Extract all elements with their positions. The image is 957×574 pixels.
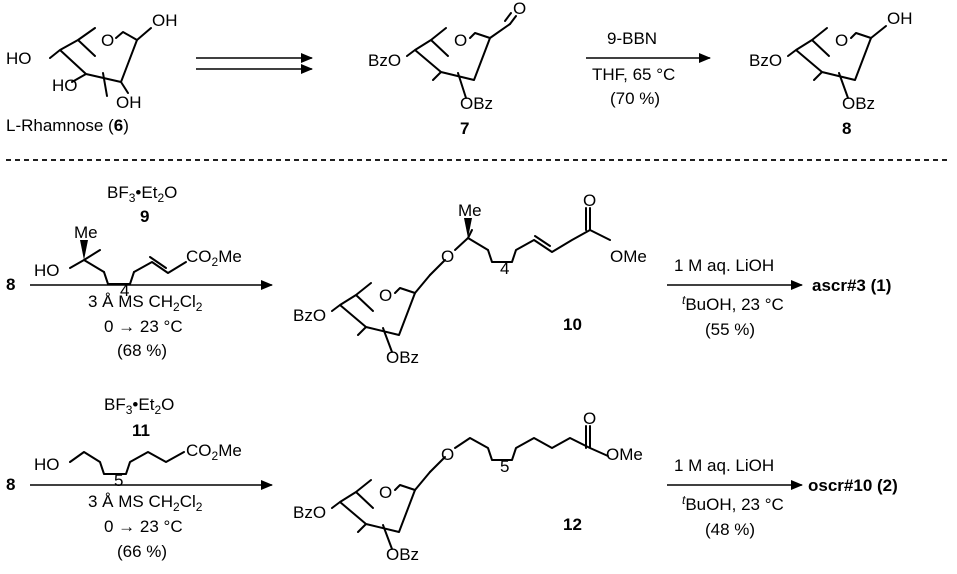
sm-ho-left: HO — [6, 49, 32, 68]
s2-n: 4 — [120, 281, 129, 300]
p12-bzo: BzO — [293, 503, 326, 522]
p12-n: 5 — [500, 457, 509, 476]
s2-reagent-label: 9 — [140, 207, 149, 226]
s2-ester: CO2Me — [186, 247, 242, 269]
sm-ring-o: O — [101, 31, 114, 50]
reagent-9-structure: Me HO 4 CO2Me — [34, 223, 242, 300]
s3-n: 5 — [114, 471, 123, 490]
step2-reagent-2: THF, 65 °C — [592, 65, 675, 84]
s3-ester: CO2Me — [186, 441, 242, 463]
compound-7-structure: O O BzO OBz 7 — [368, 0, 526, 138]
compound-12-label: 12 — [563, 515, 582, 534]
p10-link-o: O — [441, 247, 454, 266]
c8-ring-o: O — [835, 31, 848, 50]
s3-lewis-acid: BF3•Et2O — [104, 395, 174, 417]
p12-carbonyl-o: O — [583, 409, 596, 428]
reagent-11-structure: HO 5 CO2Me — [34, 441, 242, 490]
s2-cond-2: 0 → 23 °C — [104, 317, 183, 336]
p12-obz: OBz — [386, 545, 419, 564]
s3-start-label: 8 — [6, 475, 15, 494]
p10-ome: OMe — [610, 247, 647, 266]
s2-hyd-2: tBuOH, 23 °C — [682, 293, 784, 314]
rhamnose-structure: O OH HO HO OH L-Rhamnose (6) — [6, 11, 178, 135]
s3-yield: (66 %) — [117, 542, 167, 561]
compound-8-structure: O OH BzO OBz 8 — [749, 9, 913, 138]
s2-start-label: 8 — [6, 275, 15, 294]
s3-ho: HO — [34, 455, 60, 474]
p10-me: Me — [458, 201, 482, 220]
sm-label: L-Rhamnose (6) — [6, 116, 129, 135]
p12-ome: OMe — [606, 445, 643, 464]
s3-reagent-label: 11 — [132, 421, 150, 440]
c7-bzo: BzO — [368, 51, 401, 70]
p10-obz: OBz — [386, 348, 419, 367]
sm-oh-bottom: OH — [116, 93, 142, 112]
s2-hyd-1: 1 M aq. LiOH — [674, 256, 774, 275]
step2-reagent-1: 9-BBN — [607, 29, 657, 48]
p12-ring-o: O — [379, 483, 392, 502]
s3-cond-1: 3 Å MS CH2Cl2 — [88, 492, 203, 514]
s2-hyd-yield: (55 %) — [705, 320, 755, 339]
p12-link-o: O — [441, 445, 454, 464]
step2-yield: (70 %) — [610, 89, 660, 108]
p10-ring-o: O — [379, 286, 392, 305]
s2-lewis-acid: BF3•Et2O — [107, 183, 177, 205]
s3-cond-2: 0 → 23 °C — [104, 517, 183, 536]
s2-final-product: ascr#3 (1) — [812, 276, 891, 295]
compound-10-structure: O O Me 4 O OMe BzO OBz 10 — [293, 191, 647, 367]
compound-10-label: 10 — [563, 315, 582, 334]
c8-obz: OBz — [842, 94, 875, 113]
c7-obz: OBz — [460, 94, 493, 113]
compound-12-structure: O O 5 O OMe BzO OBz 12 — [293, 409, 643, 564]
compound-7-label: 7 — [460, 119, 469, 138]
p10-bzo: BzO — [293, 306, 326, 325]
s3-hyd-1: 1 M aq. LiOH — [674, 456, 774, 475]
s2-me: Me — [74, 223, 98, 242]
c7-ring-o: O — [454, 31, 467, 50]
c7-carbonyl-o: O — [513, 0, 526, 18]
p10-carbonyl-o: O — [583, 191, 596, 210]
p10-n: 4 — [500, 259, 509, 278]
s3-final-product: oscr#10 (2) — [808, 476, 898, 495]
c8-bzo: BzO — [749, 51, 782, 70]
sm-oh-top: OH — [152, 11, 178, 30]
compound-8-label: 8 — [842, 119, 851, 138]
s3-hyd-yield: (48 %) — [705, 520, 755, 539]
sm-ho-bottom: HO — [52, 76, 78, 95]
s2-ho: HO — [34, 261, 60, 280]
s3-hyd-2: tBuOH, 23 °C — [682, 493, 784, 514]
s2-cond-1: 3 Å MS CH2Cl2 — [88, 292, 203, 314]
s2-yield: (68 %) — [117, 341, 167, 360]
c8-oh: OH — [887, 9, 913, 28]
